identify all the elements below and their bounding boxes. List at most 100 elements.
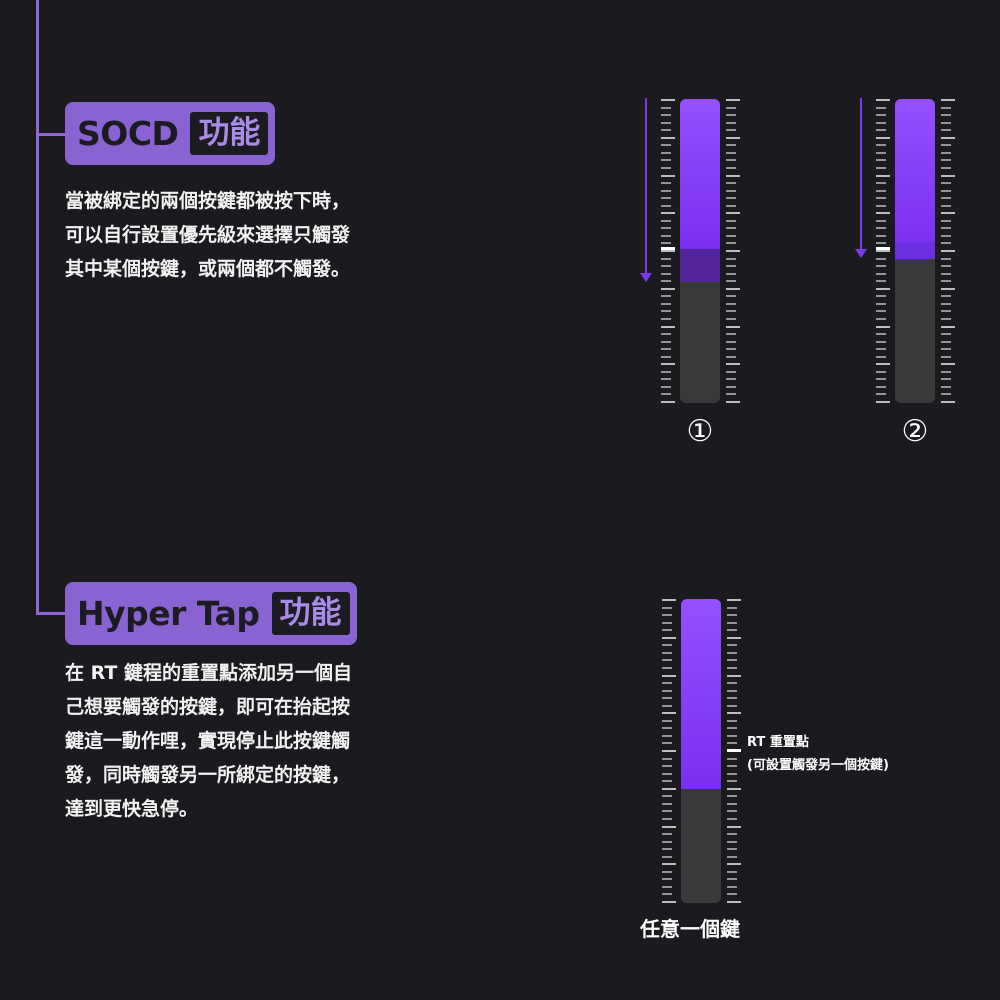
scale-tick bbox=[876, 393, 886, 395]
scale-tick bbox=[726, 363, 740, 365]
scale-tick bbox=[941, 265, 951, 267]
scale-tick bbox=[662, 705, 672, 707]
scale-tick bbox=[941, 310, 951, 312]
scale-tick bbox=[726, 265, 736, 267]
scale-tick bbox=[662, 720, 672, 722]
scale-tick bbox=[662, 773, 672, 775]
scale-tick bbox=[662, 742, 672, 744]
scale-tick bbox=[662, 735, 672, 737]
scale-tick bbox=[876, 265, 886, 267]
scale-tick bbox=[941, 341, 951, 343]
scale-tick bbox=[726, 326, 740, 328]
scale-tick bbox=[726, 152, 736, 154]
scale-tick bbox=[726, 242, 736, 244]
scale-tick bbox=[941, 348, 951, 350]
scale-tick bbox=[726, 378, 736, 380]
scale-tick bbox=[726, 356, 736, 358]
trigger-band bbox=[895, 242, 935, 259]
timeline-connector-socd bbox=[36, 133, 68, 136]
scale-tick bbox=[726, 371, 736, 373]
scale-tick bbox=[661, 175, 675, 177]
scale-tick bbox=[941, 288, 955, 290]
scale-tick bbox=[876, 401, 890, 403]
scale-tick bbox=[727, 637, 741, 639]
scale-tick bbox=[662, 810, 672, 812]
scale-tick bbox=[941, 235, 951, 237]
scale-tick bbox=[876, 235, 886, 237]
scale-tick bbox=[661, 258, 671, 260]
scale-tick bbox=[726, 318, 736, 320]
scale-tick bbox=[727, 795, 737, 797]
scale-tick bbox=[941, 152, 951, 154]
scale-tick bbox=[661, 227, 671, 229]
scale-tick bbox=[661, 288, 675, 290]
scale-tick bbox=[727, 841, 737, 843]
scale-tick bbox=[662, 893, 672, 895]
scale-tick bbox=[876, 190, 886, 192]
scale-tick bbox=[727, 780, 737, 782]
scale-tick bbox=[727, 697, 737, 699]
scale-tick bbox=[661, 122, 671, 124]
scale-tick bbox=[876, 159, 886, 161]
scale-tick bbox=[876, 197, 886, 199]
scale-tick bbox=[876, 99, 890, 101]
scale-tick bbox=[941, 107, 951, 109]
scale-tick bbox=[727, 644, 737, 646]
travel-fill bbox=[681, 599, 721, 789]
scale-tick bbox=[661, 280, 671, 282]
scale-tick bbox=[661, 220, 671, 222]
scale-tick bbox=[661, 393, 671, 395]
scale-tick bbox=[726, 182, 736, 184]
scale-tick bbox=[941, 371, 951, 373]
scale-tick bbox=[661, 129, 671, 131]
scale-tick bbox=[876, 348, 886, 350]
scale-tick bbox=[662, 863, 676, 865]
scale-tick bbox=[661, 386, 671, 388]
scale-tick bbox=[661, 378, 671, 380]
scale-tick bbox=[661, 265, 671, 267]
scale-tick bbox=[661, 212, 675, 214]
scale-tick bbox=[941, 295, 951, 297]
scale-tick bbox=[661, 341, 671, 343]
scale-tick bbox=[727, 720, 737, 722]
scale-tick bbox=[876, 242, 886, 244]
scale-tick bbox=[941, 227, 951, 229]
scale-tick bbox=[726, 250, 740, 252]
scale-tick bbox=[727, 690, 737, 692]
scale-tick bbox=[661, 242, 671, 244]
scale-tick bbox=[941, 212, 955, 214]
scale-tick bbox=[727, 712, 741, 714]
scale-tick bbox=[727, 629, 737, 631]
key-travel-bar bbox=[681, 599, 721, 903]
scale-tick bbox=[727, 659, 737, 661]
timeline-line bbox=[36, 0, 39, 615]
socd-title: SOCD bbox=[77, 114, 179, 153]
scale-tick bbox=[727, 735, 737, 737]
scale-tick bbox=[727, 810, 737, 812]
scale-tick bbox=[662, 607, 672, 609]
scale-tick bbox=[662, 878, 672, 880]
scale-tick bbox=[941, 378, 951, 380]
scale-tick bbox=[726, 99, 740, 101]
scale-tick bbox=[726, 393, 736, 395]
scale-tick bbox=[941, 326, 955, 328]
scale-tick bbox=[661, 401, 675, 403]
scale-tick bbox=[727, 886, 737, 888]
scale-tick bbox=[662, 614, 672, 616]
travel-fill bbox=[895, 99, 935, 249]
scale-tick bbox=[727, 614, 737, 616]
scale-tick bbox=[876, 280, 886, 282]
scale-tick bbox=[726, 295, 736, 297]
scale-tick bbox=[726, 280, 736, 282]
scale-tick bbox=[941, 363, 955, 365]
scale-tick bbox=[941, 393, 951, 395]
scale-right bbox=[941, 99, 955, 403]
scale-tick bbox=[662, 780, 672, 782]
scale-tick bbox=[726, 220, 736, 222]
hypertap-title: Hyper Tap bbox=[77, 594, 260, 633]
scale-tick bbox=[941, 250, 955, 252]
scale-tick bbox=[726, 401, 740, 403]
scale-left bbox=[661, 99, 675, 403]
scale-tick bbox=[726, 137, 740, 139]
scale-tick bbox=[941, 258, 951, 260]
